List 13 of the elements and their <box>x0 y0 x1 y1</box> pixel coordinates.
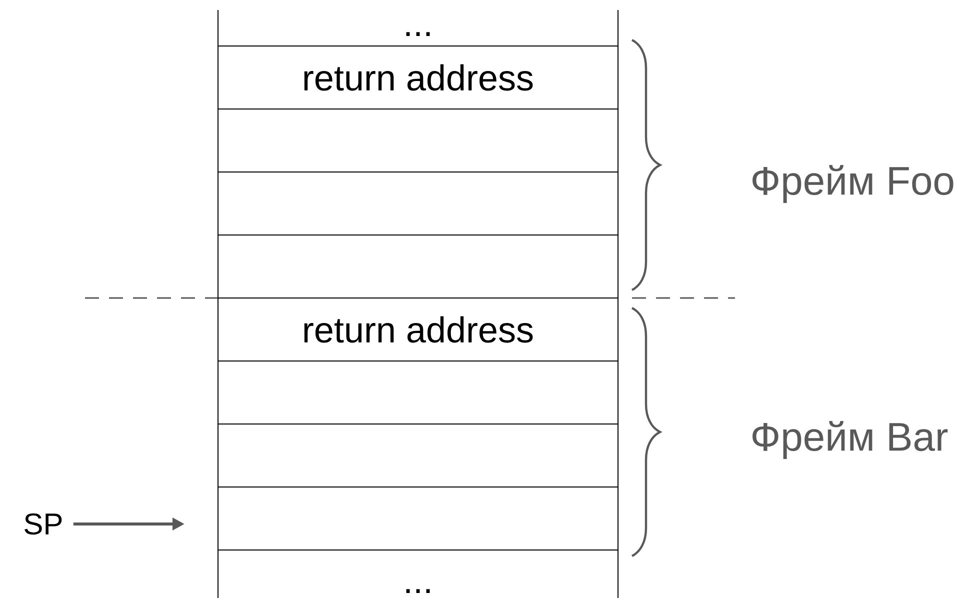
empty-stack-cell <box>218 234 618 298</box>
stack-cell: ... <box>218 550 618 598</box>
empty-stack-cell <box>218 172 618 236</box>
stack-cell: ... <box>218 10 618 46</box>
empty-stack-cell <box>218 108 618 172</box>
stack-cell: return address <box>218 298 618 362</box>
frame-label: Фрейм Foo <box>752 165 954 203</box>
stack-cell: return address <box>218 46 618 110</box>
pointer-label: SP <box>24 513 62 535</box>
empty-stack-cell <box>218 424 618 488</box>
frame-label: Фрейм Bar <box>752 421 948 459</box>
empty-stack-cell <box>218 360 618 424</box>
empty-stack-cell <box>218 486 618 550</box>
